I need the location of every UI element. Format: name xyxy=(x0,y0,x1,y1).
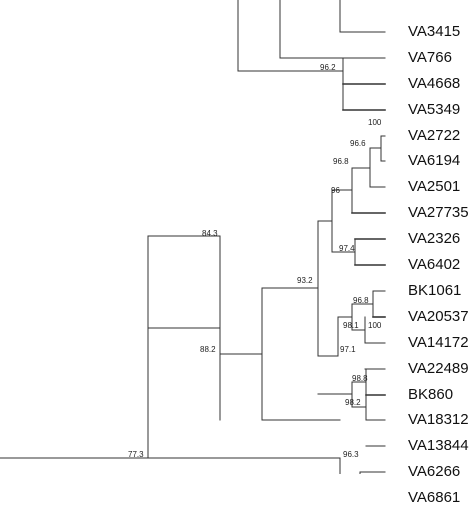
tip-label: VA3415 xyxy=(408,23,461,40)
tip-label: VA13844 xyxy=(408,437,469,454)
support-value: 96.2 xyxy=(320,63,336,72)
support-value: 98.2 xyxy=(345,398,361,407)
tip-label: VA4668 xyxy=(408,75,461,92)
tip-label: VA2501 xyxy=(408,178,461,195)
tip-label: VA766 xyxy=(408,49,452,66)
support-value: 88.2 xyxy=(200,345,216,354)
tip-label: BK1061 xyxy=(408,282,462,299)
tip-label: VA20537 xyxy=(408,308,469,325)
support-value: 84.3 xyxy=(202,229,218,238)
support-value: 97.4 xyxy=(339,244,355,253)
support-value: 93.2 xyxy=(297,276,313,285)
tree-branches xyxy=(0,0,386,474)
tip-label: VA27735 xyxy=(408,204,469,221)
support-value: 100 xyxy=(368,321,382,330)
tip-label: VA22489 xyxy=(408,360,469,377)
tip-label: VA5349 xyxy=(408,101,461,118)
phylogenetic-tree xyxy=(0,0,386,474)
tip-label: VA6402 xyxy=(408,256,461,273)
support-value: 96 xyxy=(331,186,340,195)
support-value: 96.6 xyxy=(350,139,366,148)
tip-label: VA6194 xyxy=(408,152,461,169)
tip-label: VA14172 xyxy=(408,334,469,351)
support-value: 98.8 xyxy=(352,374,368,383)
support-value: 77.3 xyxy=(128,450,144,459)
tip-label: VA18312 xyxy=(408,411,469,428)
support-value: 100 xyxy=(368,118,382,127)
support-value: 96.3 xyxy=(343,450,359,459)
tip-label: VA6266 xyxy=(408,463,461,480)
tip-label: VA2326 xyxy=(408,230,461,247)
support-value: 98.1 xyxy=(343,321,359,330)
tip-label: BK860 xyxy=(408,386,454,403)
support-value: 97.1 xyxy=(340,345,356,354)
tip-label: VA2722 xyxy=(408,127,461,144)
support-value: 96.8 xyxy=(333,157,349,166)
support-value: 96.8 xyxy=(353,296,369,305)
tip-label: VA6861 xyxy=(408,489,461,506)
